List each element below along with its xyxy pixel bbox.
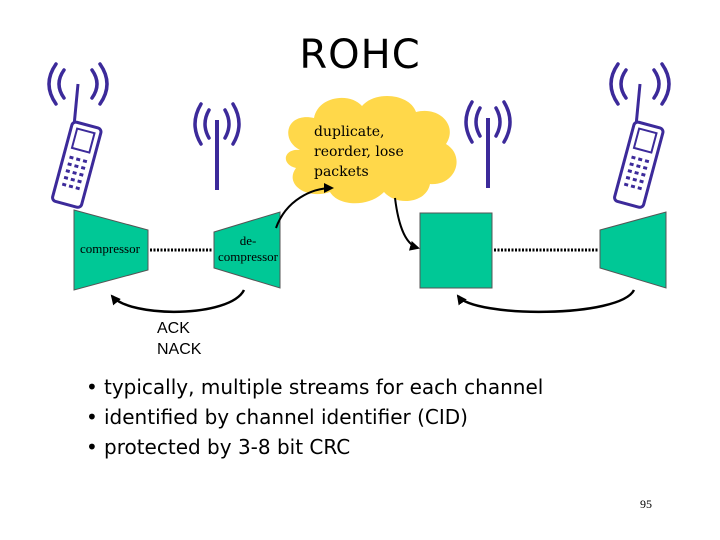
decompressor-box xyxy=(213,211,281,289)
decompressor-label-line1: de- xyxy=(239,233,257,248)
arrow-to-cloud xyxy=(275,183,334,229)
feedback-label: ACK NACK xyxy=(157,318,201,360)
lossy-channel-cloud xyxy=(285,95,457,204)
decompressor-label-line2: compressor xyxy=(218,249,278,264)
relay-box xyxy=(419,212,493,289)
nack-label: NACK xyxy=(157,341,202,358)
antenna-icon xyxy=(193,102,241,192)
mobile-phone-icon xyxy=(47,62,109,210)
cloud-label: duplicate, reorder, lose packets xyxy=(314,122,424,182)
antenna-icon xyxy=(464,100,512,190)
cloud-label-line: reorder, lose xyxy=(314,144,404,160)
bullet-list: typically, multiple streams for each cha… xyxy=(86,372,543,462)
arrow-from-cloud xyxy=(394,197,420,251)
compressor-box xyxy=(73,209,149,291)
mobile-phone-icon xyxy=(609,62,671,210)
ack-nack-feedback-arc xyxy=(110,289,246,314)
feedback-arc-right xyxy=(456,289,636,314)
bullet-item: protected by 3-8 bit CRC xyxy=(86,432,543,462)
decompressor-label: de- compressor xyxy=(212,233,284,265)
bullet-item: typically, multiple streams for each cha… xyxy=(86,372,543,402)
ack-label: ACK xyxy=(157,320,190,337)
bullet-item: identified by channel identifier (CID) xyxy=(86,402,543,432)
slide-title: ROHC xyxy=(299,32,421,78)
page-number: 95 xyxy=(640,497,652,511)
receiver-box xyxy=(599,211,667,289)
cloud-label-line: duplicate, xyxy=(314,124,385,140)
cloud-label-line: packets xyxy=(314,164,369,180)
compressor-label: compressor xyxy=(80,241,140,256)
